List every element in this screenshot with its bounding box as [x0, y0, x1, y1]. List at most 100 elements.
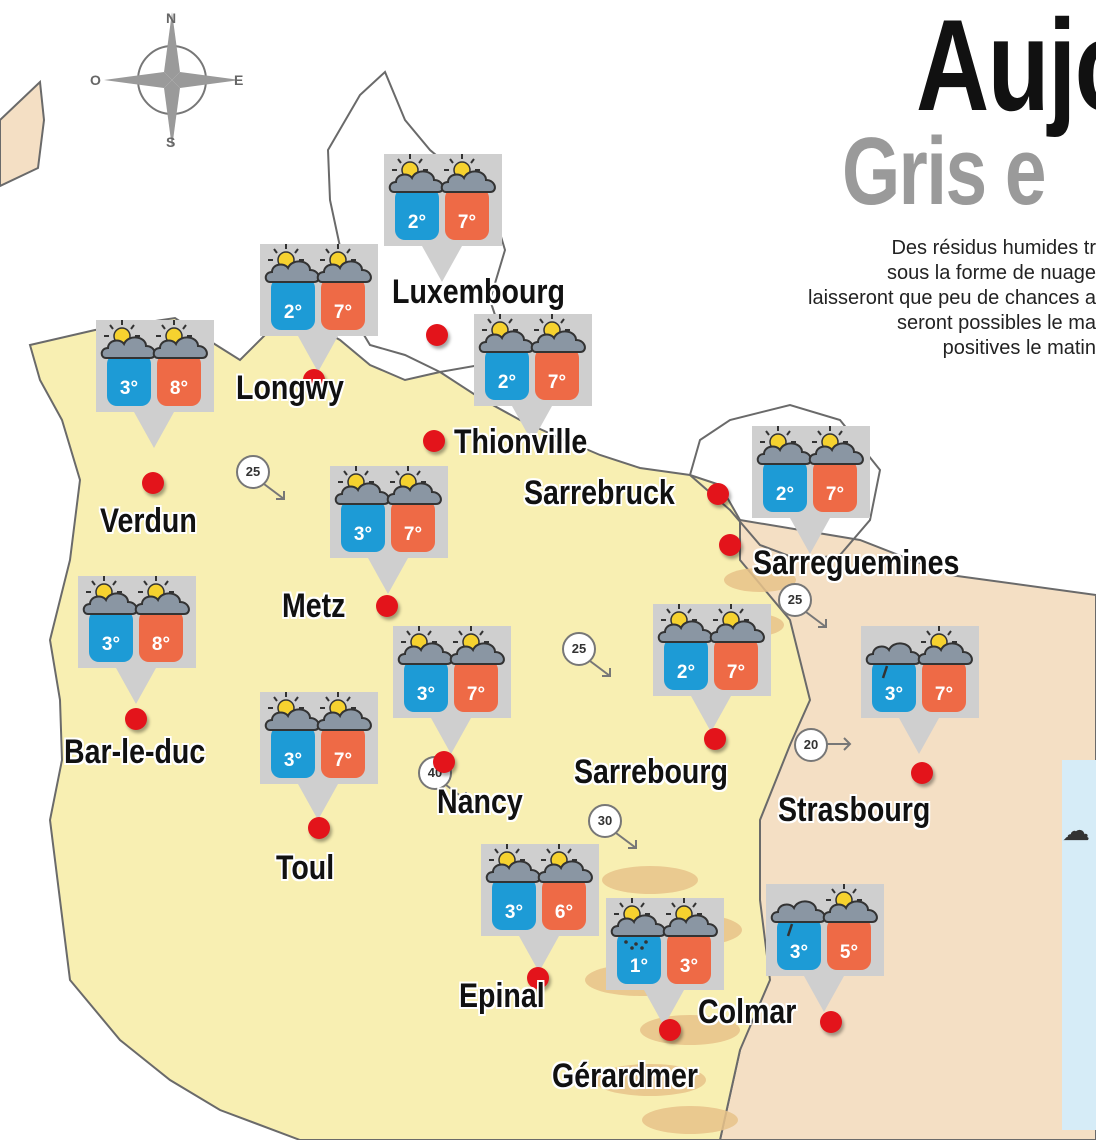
city-label-verdun: Verdun	[100, 502, 197, 540]
sun-cloud-icon	[657, 604, 713, 643]
sun-cloud-icon	[316, 692, 372, 731]
weather-panel-toul: 3°7°	[260, 692, 378, 820]
weather-panel-metz: 3°7°	[330, 466, 448, 594]
wind-marker-verdun-metz: 25	[236, 455, 292, 505]
page-title: Aujo	[916, 0, 1096, 138]
rain-cloud-icon	[770, 900, 826, 937]
compass-rose: N S E O	[90, 6, 252, 154]
sun-cloud-icon	[530, 314, 586, 353]
city-label-sarrebourg: Sarrebourg	[574, 753, 728, 791]
weather-panel-gerardmer: 1° 3°	[606, 898, 724, 1026]
weather-panel-sarrebourg: 2° 7°	[653, 604, 771, 732]
min-temp: 2°	[676, 662, 696, 683]
panel-pointer	[519, 936, 559, 972]
min-temp: 2°	[497, 372, 517, 393]
max-temp: 7°	[466, 684, 486, 705]
max-temp-tile: 7°	[714, 638, 758, 690]
city-label-strasbourg: Strasbourg	[778, 791, 931, 829]
min-temp-tile: 2°	[664, 638, 708, 690]
panel-pointer	[899, 718, 939, 754]
weather-panel-nancy: 3° 7°	[393, 626, 511, 754]
min-temp-tile: 2°	[395, 188, 439, 240]
max-temp-tile: 5°	[827, 918, 871, 970]
sun-cloud-icon	[440, 154, 496, 193]
compass-e: E	[234, 72, 244, 88]
min-temp-tile: 3°	[492, 878, 536, 930]
sun-cloud-icon	[264, 692, 320, 731]
min-temp: 3°	[283, 750, 303, 771]
max-temp-tile: 7°	[454, 660, 498, 712]
min-temp-tile: 1°	[617, 932, 661, 984]
max-temp-tile: 7°	[813, 460, 857, 512]
snow-cloud-icon	[610, 898, 666, 950]
city-dot-gerardmer	[659, 1019, 681, 1041]
wind-speed: 25	[236, 455, 270, 489]
city-dot-epinal	[527, 967, 549, 989]
sun-cloud-icon	[822, 884, 878, 923]
panel-pointer	[790, 518, 830, 554]
panel-pointer	[298, 336, 338, 372]
intro-line: Des résidus humides tr	[891, 237, 1096, 259]
min-temp-tile: 3°	[777, 918, 821, 970]
city-label-metz: Metz	[282, 587, 346, 625]
wind-speed: 30	[588, 804, 622, 838]
compass-o: O	[90, 72, 101, 88]
max-temp: 3°	[679, 956, 699, 977]
city-dot-thionville	[423, 430, 445, 452]
city-dot-barleduc	[125, 708, 147, 730]
weather-panel-strasbourg: 3°7°	[861, 626, 979, 754]
panel-pointer	[116, 668, 156, 704]
sun-cloud-icon	[756, 426, 812, 465]
panel-pointer	[512, 406, 552, 442]
sun-cloud-icon	[397, 626, 453, 665]
max-temp-tile: 3°	[667, 932, 711, 984]
min-temp: 1°	[629, 956, 649, 977]
max-temp: 6°	[554, 902, 574, 923]
info-box	[1062, 760, 1096, 1130]
weather-panel-longwy: 2°7°	[260, 244, 378, 372]
sun-cloud-icon	[152, 320, 208, 359]
city-label-luxembourg: Luxembourg	[392, 273, 565, 311]
city-dot-strasbourg	[911, 762, 933, 784]
weather-icon: ☁	[1062, 815, 1090, 846]
city-label-barleduc: Bar-le-duc	[64, 733, 206, 771]
intro-text: Des résidus humides tr sous la forme de …	[656, 236, 1096, 361]
sun-cloud-icon	[264, 244, 320, 283]
compass-s: S	[166, 134, 176, 150]
min-temp-tile: 3°	[341, 500, 385, 552]
city-dot-sarrebruck	[707, 483, 729, 505]
min-temp-tile: 2°	[485, 348, 529, 400]
wind-marker-sarreguemines: 25	[778, 583, 834, 633]
wind-speed: 25	[778, 583, 812, 617]
weather-panel-barleduc: 3° 8°	[78, 576, 196, 704]
city-label-toul: Toul	[276, 849, 335, 887]
sun-cloud-icon	[537, 844, 593, 883]
min-temp-tile: 3°	[271, 726, 315, 778]
max-temp: 8°	[151, 634, 171, 655]
intro-line: seront possibles le ma	[897, 312, 1096, 334]
max-temp: 8°	[169, 378, 189, 399]
city-label-thionville: Thionville	[454, 423, 588, 461]
saarland-border	[688, 403, 882, 562]
min-temp-tile: 2°	[271, 278, 315, 330]
city-dot-verdun	[142, 472, 164, 494]
city-dot-nancy	[433, 751, 455, 773]
city-dot-sarrebourg	[704, 728, 726, 750]
max-temp-tile: 8°	[139, 610, 183, 662]
city-label-epinal: Epinal	[459, 977, 545, 1015]
sun-cloud-icon	[709, 604, 765, 643]
max-temp: 7°	[825, 484, 845, 505]
city-dot-sarreguemines	[719, 534, 741, 556]
min-temp: 2°	[407, 212, 427, 233]
max-temp: 7°	[934, 684, 954, 705]
wind-marker-strasbourg: 20	[794, 728, 852, 778]
min-temp-tile: 3°	[404, 660, 448, 712]
min-temp: 2°	[775, 484, 795, 505]
sun-cloud-icon	[449, 626, 505, 665]
city-label-colmar: Colmar	[698, 993, 797, 1031]
min-temp-tile: 3°	[89, 610, 133, 662]
max-temp-tile: 7°	[535, 348, 579, 400]
min-temp: 3°	[789, 942, 809, 963]
belgium-area	[0, 79, 46, 188]
wind-speed: 20	[794, 728, 828, 762]
